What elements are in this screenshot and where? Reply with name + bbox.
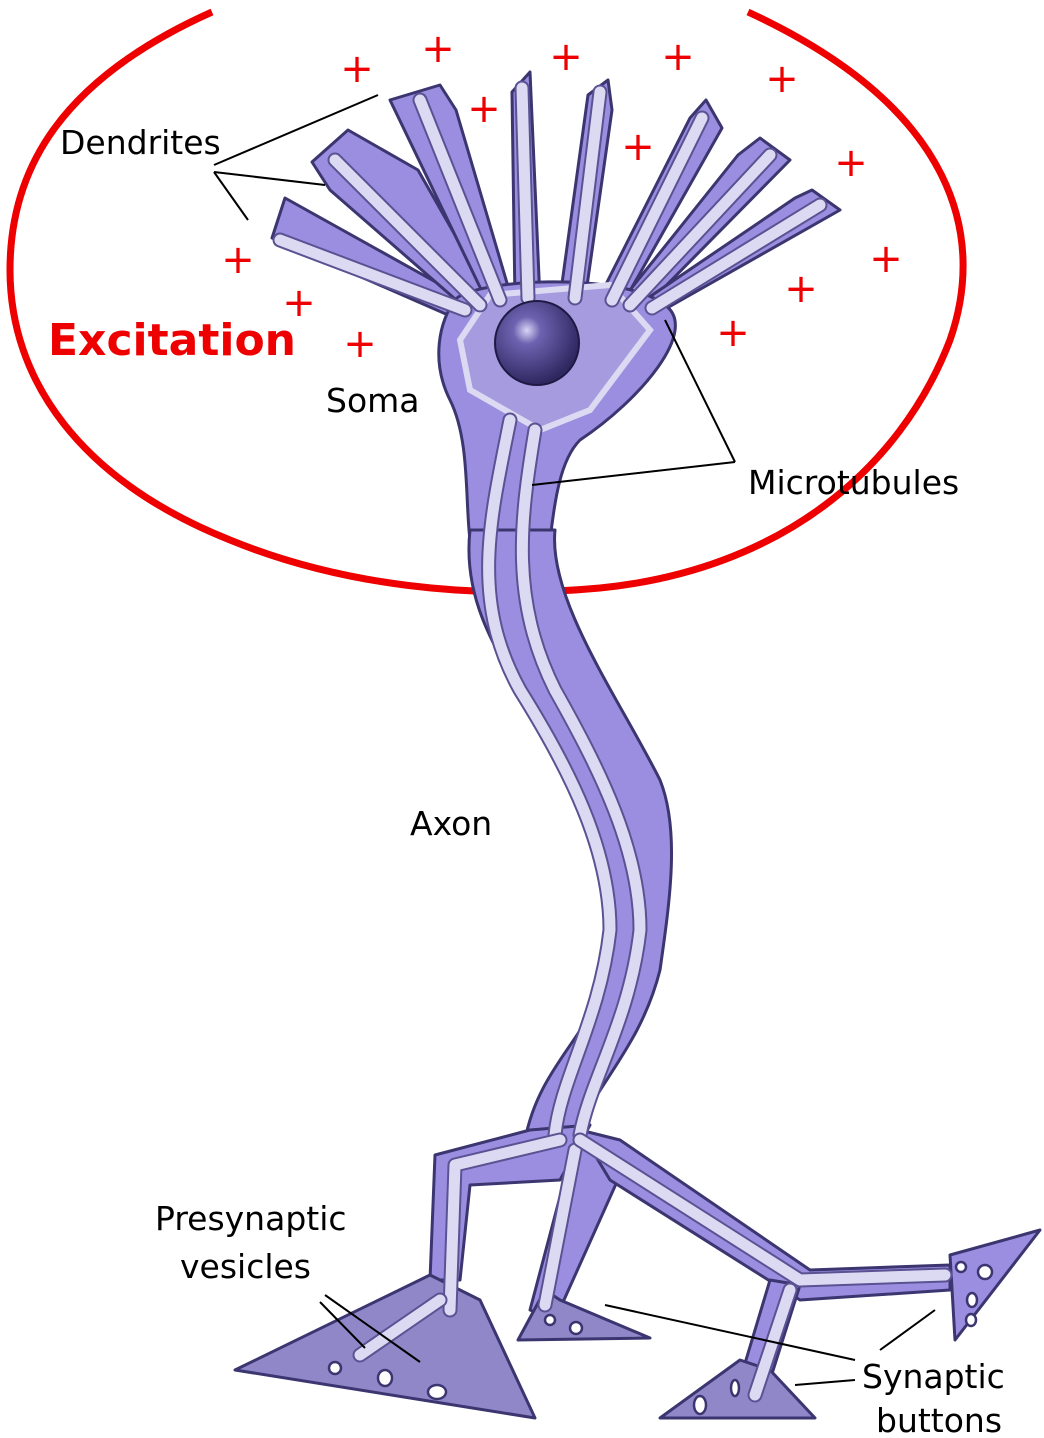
label-dendrites: Dendrites xyxy=(60,123,221,162)
plus-sign: + xyxy=(343,321,377,367)
plus-sign: + xyxy=(765,56,799,102)
plus-sign: + xyxy=(784,266,818,312)
label-synaptic-buttons-line2: buttons xyxy=(876,1401,1002,1438)
label-presynaptic-vesicles-line2: vesicles xyxy=(180,1247,311,1286)
label-axon: Axon xyxy=(410,804,492,843)
label-soma: Soma xyxy=(326,381,420,420)
label-synaptic-buttons-line1: Synaptic xyxy=(862,1357,1005,1396)
plus-sign: + xyxy=(716,310,750,356)
plus-sign: + xyxy=(834,140,868,186)
label-presynaptic-vesicles-line1: Presynaptic xyxy=(155,1199,347,1238)
plus-sign: + xyxy=(340,46,374,92)
plus-sign: + xyxy=(549,34,583,80)
plus-sign: + xyxy=(661,34,695,80)
plus-sign: + xyxy=(467,86,501,132)
nucleus xyxy=(495,301,579,385)
plus-sign: + xyxy=(421,26,455,72)
label-excitation: Excitation xyxy=(48,315,296,366)
plus-sign: + xyxy=(869,236,903,282)
plus-sign: + xyxy=(221,237,255,283)
label-microtubules: Microtubules xyxy=(748,463,959,502)
plus-sign: + xyxy=(621,124,655,170)
